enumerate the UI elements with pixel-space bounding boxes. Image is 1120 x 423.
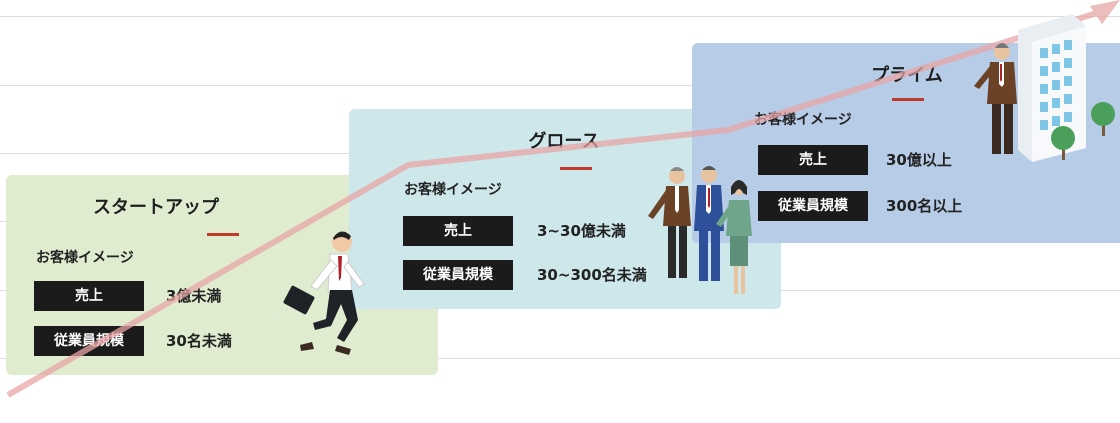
customer-image-label: お客様イメージ [36, 250, 134, 266]
businessman-running-icon [283, 231, 365, 355]
employee-size-label: 従業員規模 [403, 260, 513, 290]
customer-image-label: お客様イメージ [404, 182, 502, 198]
stage-title: スタートアップ [93, 197, 219, 218]
grid-line [0, 16, 1120, 17]
growth-arrow-icon [6, 0, 1120, 398]
sales-value: 3~30億未満 [537, 222, 626, 240]
title-underline [892, 98, 924, 101]
business-team-icon [648, 166, 752, 294]
employee-size-value: 30名未満 [166, 332, 232, 350]
sales-value: 30億以上 [886, 151, 952, 169]
sales-label: 売上 [758, 145, 868, 175]
businessman-icon [974, 43, 1017, 154]
sales-label: 売上 [34, 281, 144, 311]
employee-size-label: 従業員規模 [758, 191, 868, 221]
office-building-icon [1018, 14, 1086, 162]
title-underline [207, 233, 239, 236]
tree-icon [1051, 126, 1075, 160]
title-underline [560, 167, 592, 170]
tree-icon [1091, 102, 1115, 136]
sales-value: 3億未満 [166, 287, 222, 305]
sales-label: 売上 [403, 216, 513, 246]
employee-size-value: 300名以上 [886, 197, 963, 215]
grid-line [0, 358, 1120, 359]
grid-line [0, 85, 1120, 86]
employee-size-value: 30~300名未満 [537, 266, 647, 284]
